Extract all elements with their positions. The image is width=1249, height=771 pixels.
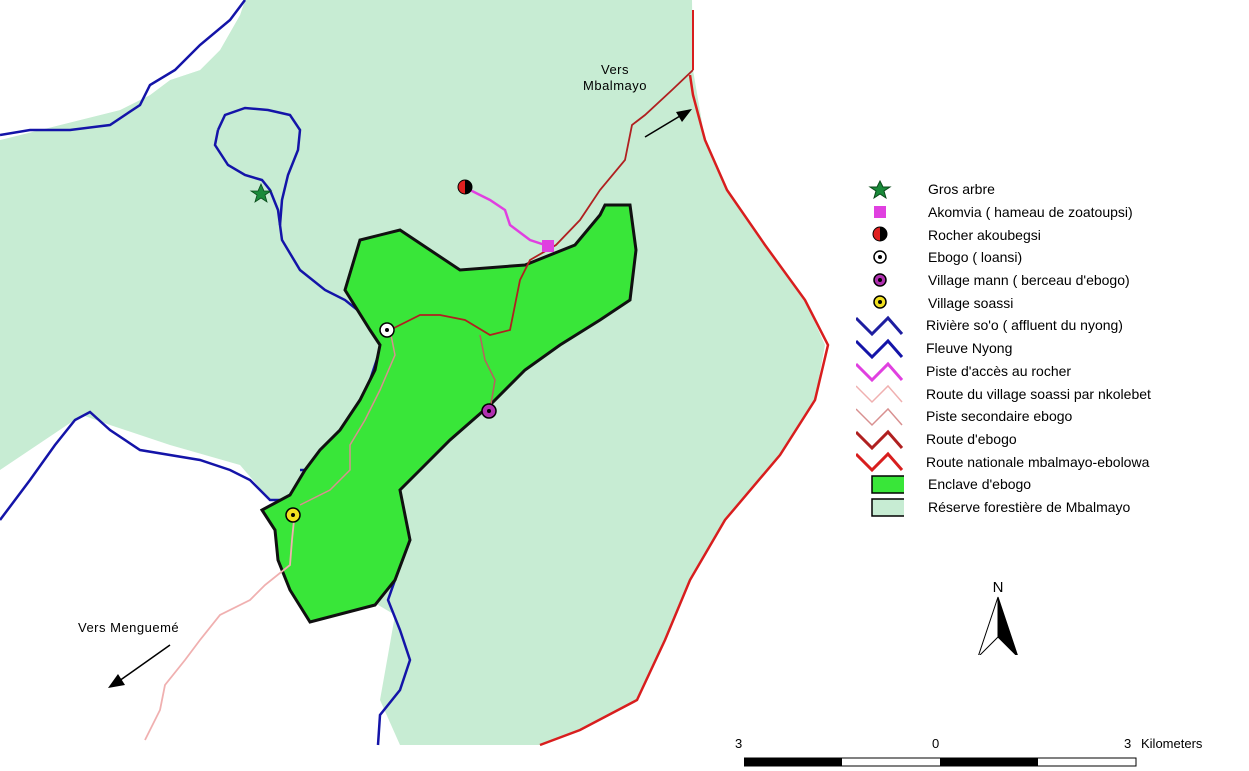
fleuve-nyong-line — [216, 106, 302, 226]
label-vers-mbalmayo: Vers Mbalmayo — [583, 62, 647, 93]
scale-bar: 3 0 3 Kilometers — [735, 730, 1235, 770]
piste-secondaire-line — [299, 329, 396, 506]
legend-item-route-ebogo: Route d'ebogo — [856, 428, 1246, 451]
legend-item-village-soassi: Village soassi — [856, 291, 1246, 314]
legend-item-enclave: Enclave d'ebogo — [856, 473, 1246, 496]
legend-item-piste-rocher: Piste d'accès au rocher — [856, 360, 1246, 383]
legend-item-route-soassi: Route du village soassi par nkolebet — [856, 382, 1246, 405]
label-vers-menguemé: Vers Menguemé — [78, 620, 180, 635]
north-arrow: N — [978, 579, 1018, 655]
village-soassi-icon — [291, 513, 295, 517]
half-circle-icon — [872, 226, 888, 242]
legend-label: Route nationale mbalmayo-ebolowa — [926, 453, 1150, 470]
legend-item-reserve: Réserve forestière de Mbalmayo — [856, 496, 1246, 519]
zigzag-icon — [856, 452, 904, 473]
legend-item-piste-secondaire: Piste secondaire ebogo — [856, 405, 1246, 428]
legend-label: Gros arbre — [928, 181, 995, 198]
scale-bar-graphic — [744, 757, 1137, 767]
legend-label: Réserve forestière de Mbalmayo — [928, 498, 1131, 515]
zigzag-icon — [856, 385, 903, 404]
route-soassi-line — [144, 509, 296, 741]
rect-icon — [871, 475, 904, 494]
arrow-menguemé-icon — [108, 674, 125, 688]
square-icon — [874, 205, 886, 218]
dot-circle-icon — [873, 250, 887, 264]
legend-item-akomvia: Akomvia ( hameau de zoatoupsi) — [856, 201, 1246, 224]
north-arrow-icon — [978, 596, 999, 655]
fleuve-nyong-line — [0, 0, 246, 137]
zigzag-icon — [856, 338, 904, 359]
open-land-area — [0, 0, 245, 140]
legend-item-riviere-soo: Rivière so'o ( affluent du nyong) — [856, 314, 1246, 337]
north-label: N — [993, 579, 1004, 596]
scale-unit: Kilometers — [1141, 736, 1203, 751]
north-arrow-icon — [997, 596, 1018, 655]
ebogo-loansi-icon — [385, 328, 389, 332]
village-mann-icon — [487, 409, 491, 413]
legend-item-route-nationale: Route nationale mbalmayo-ebolowa — [856, 450, 1246, 473]
rect-icon — [871, 497, 904, 517]
scale-right: 3 — [1124, 736, 1132, 751]
legend-item-rocher: Rocher akoubegsi — [856, 223, 1246, 246]
rocher-akoubegsi-icon — [465, 180, 472, 194]
zigzag-icon — [856, 407, 903, 426]
legend-label: Piste secondaire ebogo — [926, 408, 1073, 425]
arrow-mbalmayo-icon — [676, 109, 692, 122]
piste-secondaire-line — [479, 334, 496, 411]
legend-label: Piste d'accès au rocher — [926, 362, 1072, 379]
legend-label: Village soassi — [928, 294, 1014, 311]
dot-circle-icon — [873, 273, 887, 287]
gros-arbre-star-icon — [249, 182, 273, 203]
zigzag-icon — [856, 429, 904, 450]
scale-middle: 0 — [932, 736, 940, 751]
scale-left: 3 — [735, 736, 743, 751]
zigzag-icon — [856, 315, 904, 337]
legend-label: Ebogo ( loansi) — [928, 249, 1023, 266]
legend-label: Rocher akoubegsi — [928, 226, 1041, 243]
legend-label: Route d'ebogo — [926, 430, 1017, 447]
route-nationale-line — [539, 74, 830, 747]
star-icon — [868, 179, 892, 200]
dot-circle-icon — [873, 295, 887, 310]
legend-item-ebogo: Ebogo ( loansi) — [856, 246, 1246, 269]
akomvia-square-icon — [542, 240, 554, 252]
piste-rocher-line — [459, 181, 549, 248]
legend-label: Enclave d'ebogo — [928, 476, 1032, 493]
legend-label: Village mann ( berceau d'ebogo) — [928, 272, 1130, 289]
route-ebogo-line — [389, 69, 694, 336]
legend-label: Rivière so'o ( affluent du nyong) — [926, 317, 1123, 334]
enclave-ebogo-area — [259, 203, 638, 624]
legend-label: Fleuve Nyong — [926, 340, 1013, 357]
legend-item-fleuve-nyong: Fleuve Nyong — [856, 337, 1246, 360]
zigzag-icon — [856, 361, 904, 382]
legend-label: Route du village soassi par nkolebet — [926, 385, 1151, 402]
legend-item-gros-arbre: Gros arbre — [856, 178, 1246, 201]
legend-label: Akomvia ( hameau de zoatoupsi) — [928, 204, 1133, 221]
arrow-menguemé-icon — [111, 644, 171, 687]
legend-item-village-mann: Village mann ( berceau d'ebogo) — [856, 269, 1246, 292]
